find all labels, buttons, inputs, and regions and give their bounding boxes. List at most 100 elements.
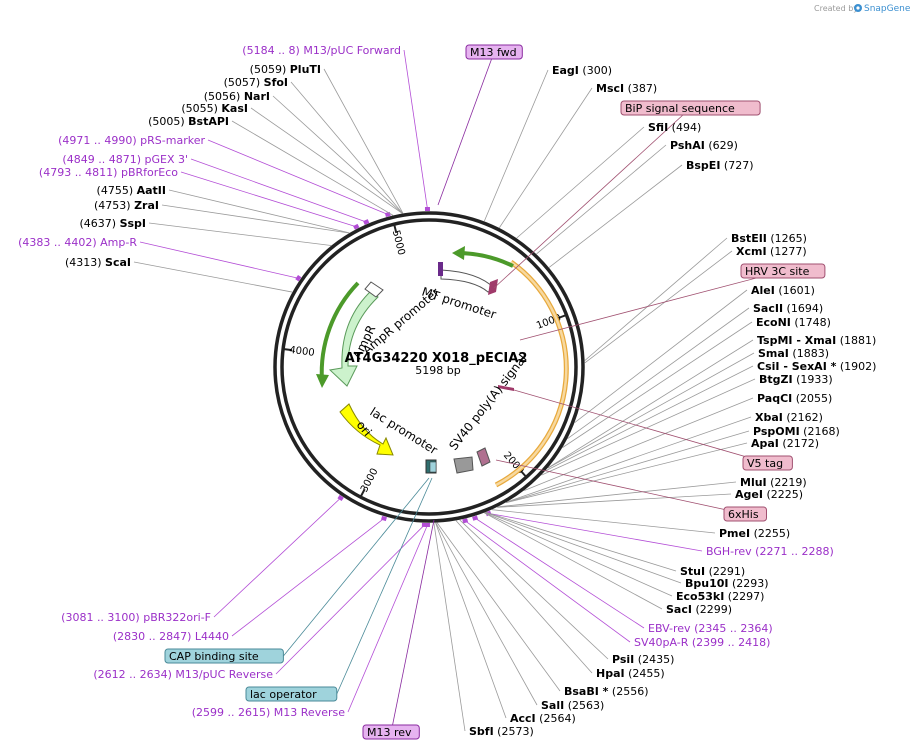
- leader-line: [213, 497, 341, 618]
- enzyme-site-label[interactable]: (5005) BstAPI: [148, 115, 229, 128]
- primer-label[interactable]: BGH-rev (2271 .. 2288): [706, 545, 834, 558]
- callout-box-his[interactable]: [723, 506, 767, 522]
- enzyme-site-label[interactable]: (5056) NarI: [204, 90, 270, 103]
- enzyme-site-label[interactable]: AgeI (2225): [735, 488, 803, 501]
- enzyme-site-label[interactable]: Bpu10I (2293): [685, 577, 769, 590]
- label-part: SfiI: [648, 121, 668, 134]
- enzyme-site-label[interactable]: (4753) ZraI: [94, 199, 159, 212]
- cds-orange-arc-fill: [495, 260, 568, 487]
- label-part: PaqCI: [757, 392, 792, 405]
- enzyme-site-label[interactable]: XbaI (2162): [755, 411, 823, 424]
- primer-label[interactable]: (4383 .. 4402) Amp-R: [18, 236, 137, 249]
- leader-line: [506, 430, 750, 503]
- enzyme-site-label[interactable]: StuI (2291): [680, 565, 745, 578]
- enzyme-site-label[interactable]: BsaBI * (2556): [564, 685, 649, 698]
- callout-box-hrv[interactable]: [740, 263, 826, 279]
- leader-line: [507, 416, 752, 503]
- callout-box-fwd[interactable]: [465, 44, 523, 60]
- label-part: (2271 .. 2288): [752, 545, 834, 558]
- tick-label: 5000: [390, 229, 407, 256]
- enzyme-site-label[interactable]: SfiI (494): [648, 121, 701, 134]
- leader-line: [148, 222, 332, 246]
- enzyme-site-label[interactable]: AleI (1601): [751, 284, 815, 297]
- primer-site-mark: [363, 219, 370, 225]
- primer-label[interactable]: (3081 .. 3100) pBR322ori-F: [61, 611, 211, 624]
- primer-label[interactable]: EBV-rev (2345 .. 2364): [648, 622, 773, 635]
- enzyme-site-label[interactable]: BstEII (1265): [731, 232, 807, 245]
- primer-label[interactable]: (4849 .. 4871) pGEX 3': [62, 153, 188, 166]
- enzyme-site-label[interactable]: PspOMI (2168): [753, 425, 840, 438]
- features: [328, 262, 514, 474]
- label-part: HpaI: [596, 667, 625, 680]
- enzyme-site-label[interactable]: CsiI - SexAI * (1902): [757, 360, 876, 373]
- enzyme-site-label[interactable]: TspMI - XmaI (1881): [757, 334, 876, 347]
- label-part: (2225): [763, 488, 803, 501]
- enzyme-site-label[interactable]: EcoNI (1748): [756, 316, 831, 329]
- leader-line: [139, 241, 299, 279]
- callout-text-his: 6xHis: [728, 508, 759, 521]
- enzyme-site-label[interactable]: (4313) ScaI: [65, 256, 131, 269]
- enzyme-site-label[interactable]: HpaI (2455): [596, 667, 665, 680]
- enzyme-site-label[interactable]: BtgZI (1933): [759, 373, 833, 386]
- enzyme-site-label[interactable]: AccI (2564): [510, 712, 576, 725]
- label-part: (2455): [625, 667, 665, 680]
- primer-label[interactable]: (4793 .. 4811) pBRforEco: [39, 166, 178, 179]
- primer-label[interactable]: SV40pA-R (2399 .. 2418): [634, 636, 770, 649]
- label-part: (1883): [789, 347, 829, 360]
- primer-site-mark: [353, 223, 360, 230]
- enzyme-site-label[interactable]: PaqCI (2055): [757, 392, 832, 405]
- enzyme-site-label[interactable]: XcmI (1277): [736, 245, 807, 258]
- enzyme-site-label[interactable]: SbfI (2573): [469, 725, 534, 738]
- leader-line: [584, 250, 733, 364]
- callout-box-bip[interactable]: [620, 100, 761, 116]
- label-part: MluI: [740, 476, 767, 489]
- label-part: M13/pUC Reverse: [175, 668, 273, 681]
- leader-line: [207, 139, 388, 215]
- feature-ampr-promoter: [364, 281, 384, 298]
- label-part: Eco53kI: [676, 590, 724, 603]
- callout-box-v5[interactable]: [742, 455, 793, 471]
- enzyme-site-label[interactable]: MscI (387): [596, 82, 657, 95]
- enzyme-site-label[interactable]: (5059) PluTI: [250, 63, 321, 76]
- enzyme-site-label[interactable]: SacII (1694): [753, 302, 823, 315]
- primer-label[interactable]: (2599 .. 2615) M13 Reverse: [192, 706, 345, 719]
- callout-box-cap[interactable]: [164, 648, 284, 664]
- enzyme-site-label[interactable]: (5055) KasI: [181, 102, 248, 115]
- leader-line: [464, 520, 631, 643]
- enzyme-site-label[interactable]: PshAI (629): [670, 139, 738, 152]
- callout-box-lac[interactable]: [245, 686, 338, 702]
- enzyme-site-label[interactable]: SacI (2299): [666, 603, 732, 616]
- enzyme-site-label[interactable]: Eco53kI (2297): [676, 590, 764, 603]
- leader-line: [133, 261, 293, 293]
- primer-label[interactable]: (2612 .. 2634) M13/pUC Reverse: [93, 668, 273, 681]
- enzyme-site-label[interactable]: PmeI (2255): [719, 527, 790, 540]
- feature-ori: [339, 403, 394, 456]
- primer-label[interactable]: (2830 .. 2847) L4440: [113, 630, 229, 643]
- enzyme-site-label[interactable]: BspEI (727): [686, 159, 754, 172]
- primer-label[interactable]: (5184 .. 8) M13/pUC Forward: [242, 44, 401, 57]
- enzyme-site-label[interactable]: PsiI (2435): [612, 653, 674, 666]
- leader-line: [455, 520, 593, 674]
- label-part: XcmI: [736, 245, 767, 258]
- leader-line: [545, 365, 754, 472]
- primer-label[interactable]: (4971 .. 4990) pRS-marker: [58, 134, 205, 147]
- feature-cap-box: [453, 456, 474, 474]
- label-part: BtgZI: [759, 373, 793, 386]
- enzyme-site-label[interactable]: EagI (300): [552, 64, 612, 77]
- label-part: Bpu10I: [685, 577, 729, 590]
- label-part: SacI: [666, 603, 692, 616]
- enzyme-site-label[interactable]: MluI (2219): [740, 476, 807, 489]
- enzyme-site-label[interactable]: SmaI (1883): [758, 347, 829, 360]
- callout-box-rev[interactable]: [362, 724, 420, 740]
- enzyme-site-label[interactable]: (4755) AatII: [97, 184, 166, 197]
- enzyme-site-label[interactable]: (4637) SspI: [79, 217, 146, 230]
- label-part: (2299): [692, 603, 732, 616]
- leader-line: [485, 512, 682, 584]
- leader-line: [433, 522, 466, 732]
- enzyme-site-label[interactable]: SalI (2563): [541, 699, 604, 712]
- feature-mt-promoter: [440, 269, 495, 293]
- enzyme-site-label[interactable]: ApaI (2172): [751, 437, 819, 450]
- enzyme-site-label[interactable]: (5057) SfoI: [224, 76, 288, 89]
- plasmid-name: AT4G34220 X018_pECIA2: [345, 351, 528, 366]
